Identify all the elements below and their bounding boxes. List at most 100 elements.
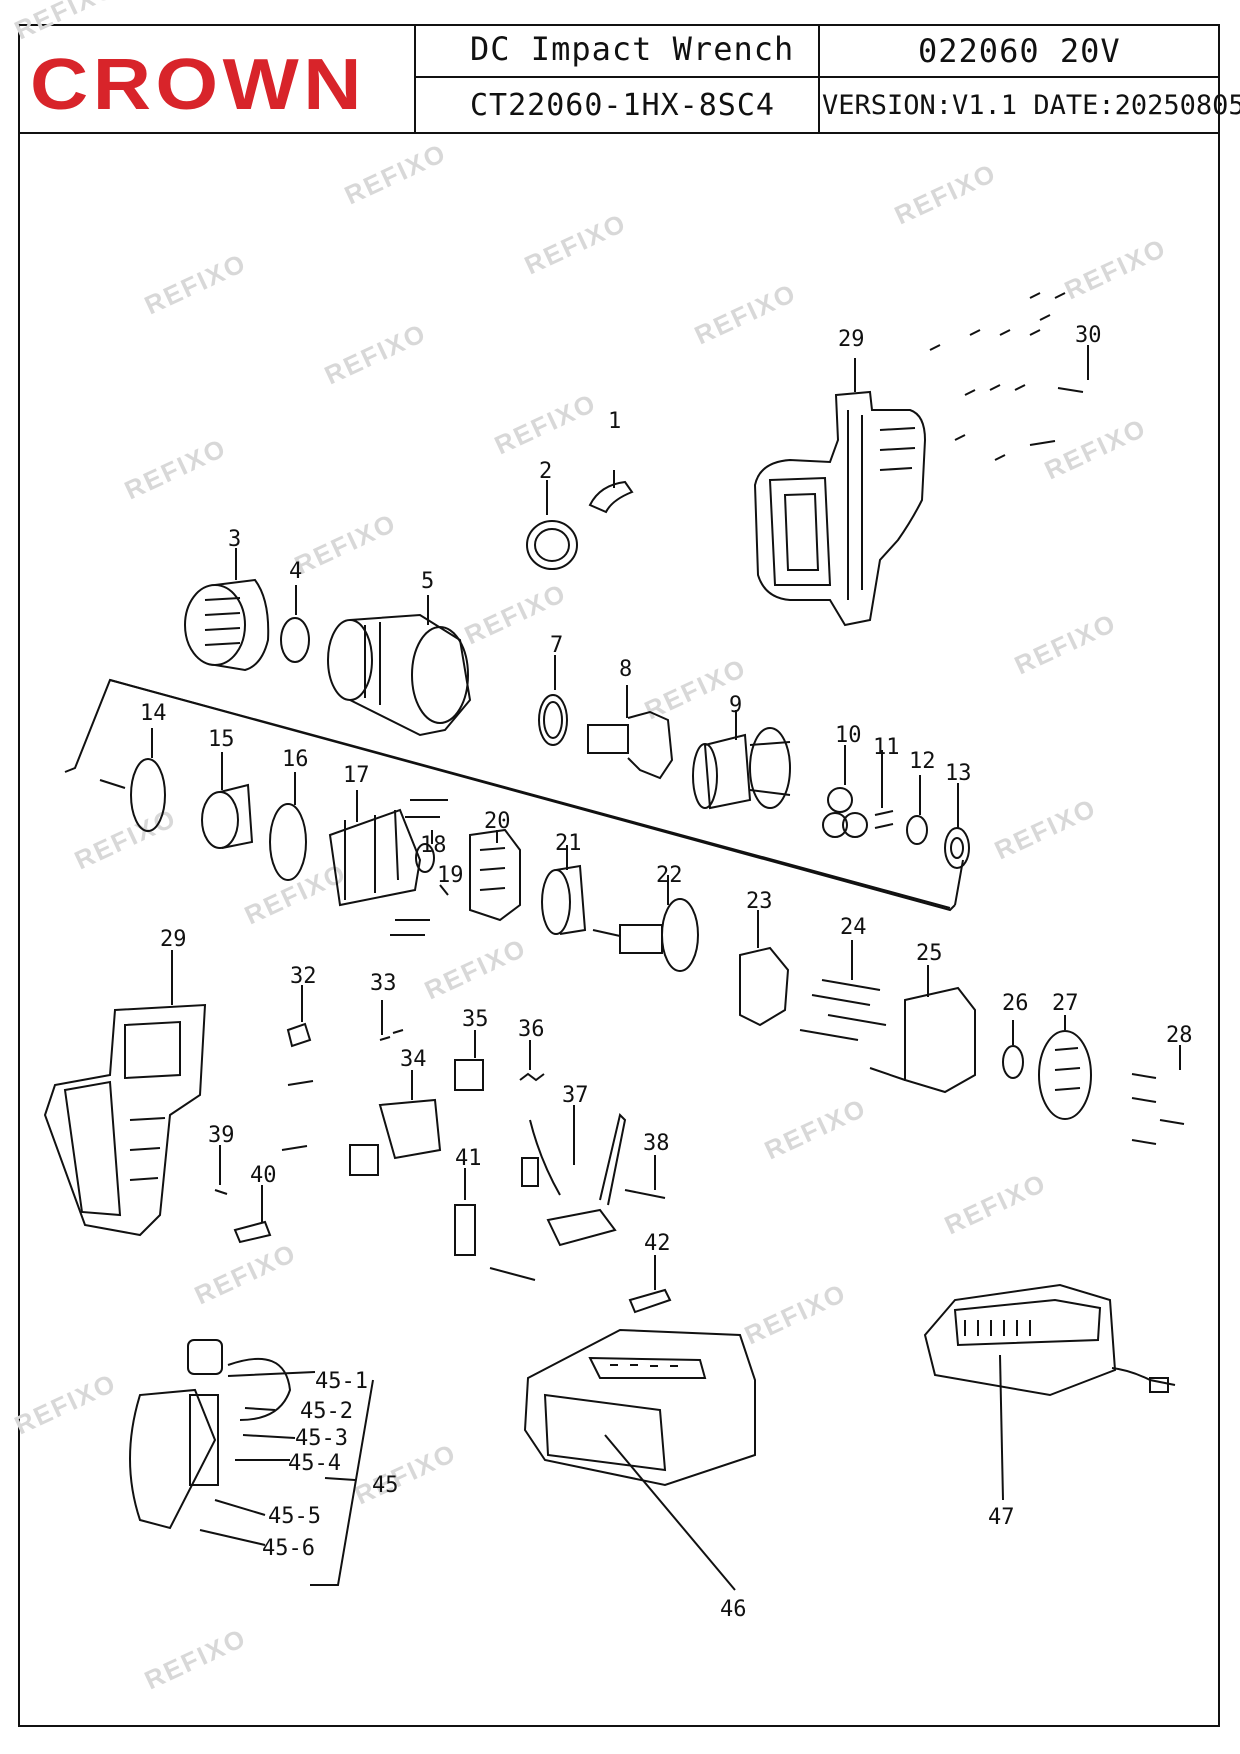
watermark: REFIXO	[490, 387, 601, 460]
part-46-battery	[523, 1328, 756, 1591]
part-7-washer	[538, 655, 568, 746]
part-misc-screws	[281, 1080, 314, 1151]
model-code: 022060 20V	[918, 32, 1121, 70]
callout-label: 11	[873, 735, 900, 760]
part-8-anvil	[587, 685, 674, 780]
callout-label: 39	[208, 1123, 235, 1148]
watermark: REFIXO	[320, 317, 431, 390]
callout-label: 18	[420, 833, 447, 858]
part-32-clip	[286, 985, 312, 1048]
callout-label: 40	[250, 1163, 277, 1188]
callout-label: 32	[290, 964, 317, 989]
part-37-control-board	[521, 1105, 627, 1247]
part-38-rod	[624, 1155, 666, 1199]
watermark: REFIXO	[990, 792, 1101, 865]
part-27-end-cap	[1038, 1015, 1092, 1120]
drawing-frame	[18, 24, 1220, 1727]
callout-label: 17	[343, 763, 370, 788]
watermark: REFIXO	[740, 1277, 851, 1350]
watermark: REFIXO	[690, 277, 801, 350]
part-26-washer	[1002, 1020, 1024, 1079]
watermark: REFIXO	[350, 1437, 461, 1510]
callout-label: 38	[643, 1131, 670, 1156]
part-14-o-ring	[99, 728, 166, 832]
watermark: REFIXO	[760, 1092, 871, 1165]
callout-label: 37	[562, 1083, 589, 1108]
callout-label: 2	[539, 459, 552, 484]
part-41-strip	[454, 1168, 536, 1281]
watermark: REFIXO	[290, 507, 401, 580]
callout-label: 8	[619, 657, 632, 682]
watermark: REFIXO	[190, 1237, 301, 1310]
group-bracket	[64, 678, 964, 912]
watermark: REFIXO	[70, 802, 181, 875]
callout-label: 22	[656, 863, 683, 888]
drawing-code: CT22060-1HX-8SC4	[470, 88, 775, 123]
part-13-bearing	[944, 783, 970, 869]
part-1-lever	[588, 470, 634, 514]
watermark: REFIXO	[340, 137, 451, 210]
callout-label: 1	[608, 409, 621, 434]
watermark: REFIXO	[520, 207, 631, 280]
callout-label: 4	[289, 559, 302, 584]
callout-label: 26	[1002, 991, 1029, 1016]
callout-label: 13	[945, 761, 972, 786]
callout-label: 12	[909, 749, 936, 774]
part-25-end-housing	[869, 965, 976, 1094]
callout-label: 36	[518, 1017, 545, 1042]
callout-label: 20	[484, 809, 511, 834]
part-9-hammer	[692, 710, 791, 810]
brand-logo: CROWN	[30, 45, 366, 125]
callout-label: 24	[840, 915, 867, 940]
parts-line-art	[43, 292, 1185, 1591]
part-39-screw	[214, 1145, 228, 1195]
version-date: VERSION:V1.1 DATE:20250805	[822, 90, 1240, 121]
callout-label: 10	[835, 723, 862, 748]
part-42-connector	[628, 1255, 672, 1314]
part-19-pin	[439, 884, 449, 896]
watermark: REFIXO	[420, 932, 531, 1005]
part-34-switch	[378, 1070, 442, 1160]
callout-label: 27	[1052, 991, 1079, 1016]
callout-labels: 1 2 3 4 5 7 8 9 10 11 12 13 14 15 16 17 …	[140, 323, 1193, 1622]
callout-label: 30	[1075, 323, 1102, 348]
part-12-washer	[906, 775, 928, 845]
part-30-screws	[929, 292, 1089, 461]
title-block-bottom-rule	[18, 132, 1220, 134]
watermark: REFIXO	[140, 1622, 251, 1695]
callout-label: 45-4	[288, 1451, 341, 1476]
part-29-housing-left	[43, 950, 207, 1237]
callout-label: 41	[455, 1146, 482, 1171]
part-11-pins	[874, 750, 894, 829]
callout-label: 15	[208, 727, 235, 752]
title-divider-2	[818, 24, 820, 134]
part-21-sleeve	[541, 845, 587, 935]
watermark: REFIXO	[120, 432, 231, 505]
callout-label: 7	[550, 633, 563, 658]
part-2-washer	[526, 480, 578, 570]
part-35-pad	[349, 1030, 484, 1176]
callout-label: 19	[437, 863, 464, 888]
callout-label: 45	[372, 1473, 399, 1498]
title-divider-1	[414, 24, 416, 134]
part-10-gears	[822, 745, 868, 838]
watermark: REFIXO	[940, 1167, 1051, 1240]
callout-label: 9	[729, 693, 742, 718]
callout-label: 28	[1166, 1023, 1193, 1048]
callout-label: 5	[421, 569, 434, 594]
part-17-gear-carrier	[328, 790, 448, 936]
part-3-front-cap	[184, 548, 270, 672]
product-name: DC Impact Wrench	[470, 30, 795, 68]
callout-label: 47	[988, 1505, 1015, 1530]
callout-label: 45-5	[268, 1504, 321, 1529]
part-18-o-ring	[415, 830, 435, 873]
part-40-clip	[233, 1185, 272, 1244]
title-mid-rule	[414, 76, 1220, 78]
callout-label: 29	[838, 327, 865, 352]
callout-label: 46	[720, 1597, 747, 1622]
callout-label: 35	[462, 1007, 489, 1032]
callout-label: 21	[555, 831, 582, 856]
part-5-gear-housing	[327, 595, 472, 737]
watermark: REFIXO	[1040, 412, 1151, 485]
